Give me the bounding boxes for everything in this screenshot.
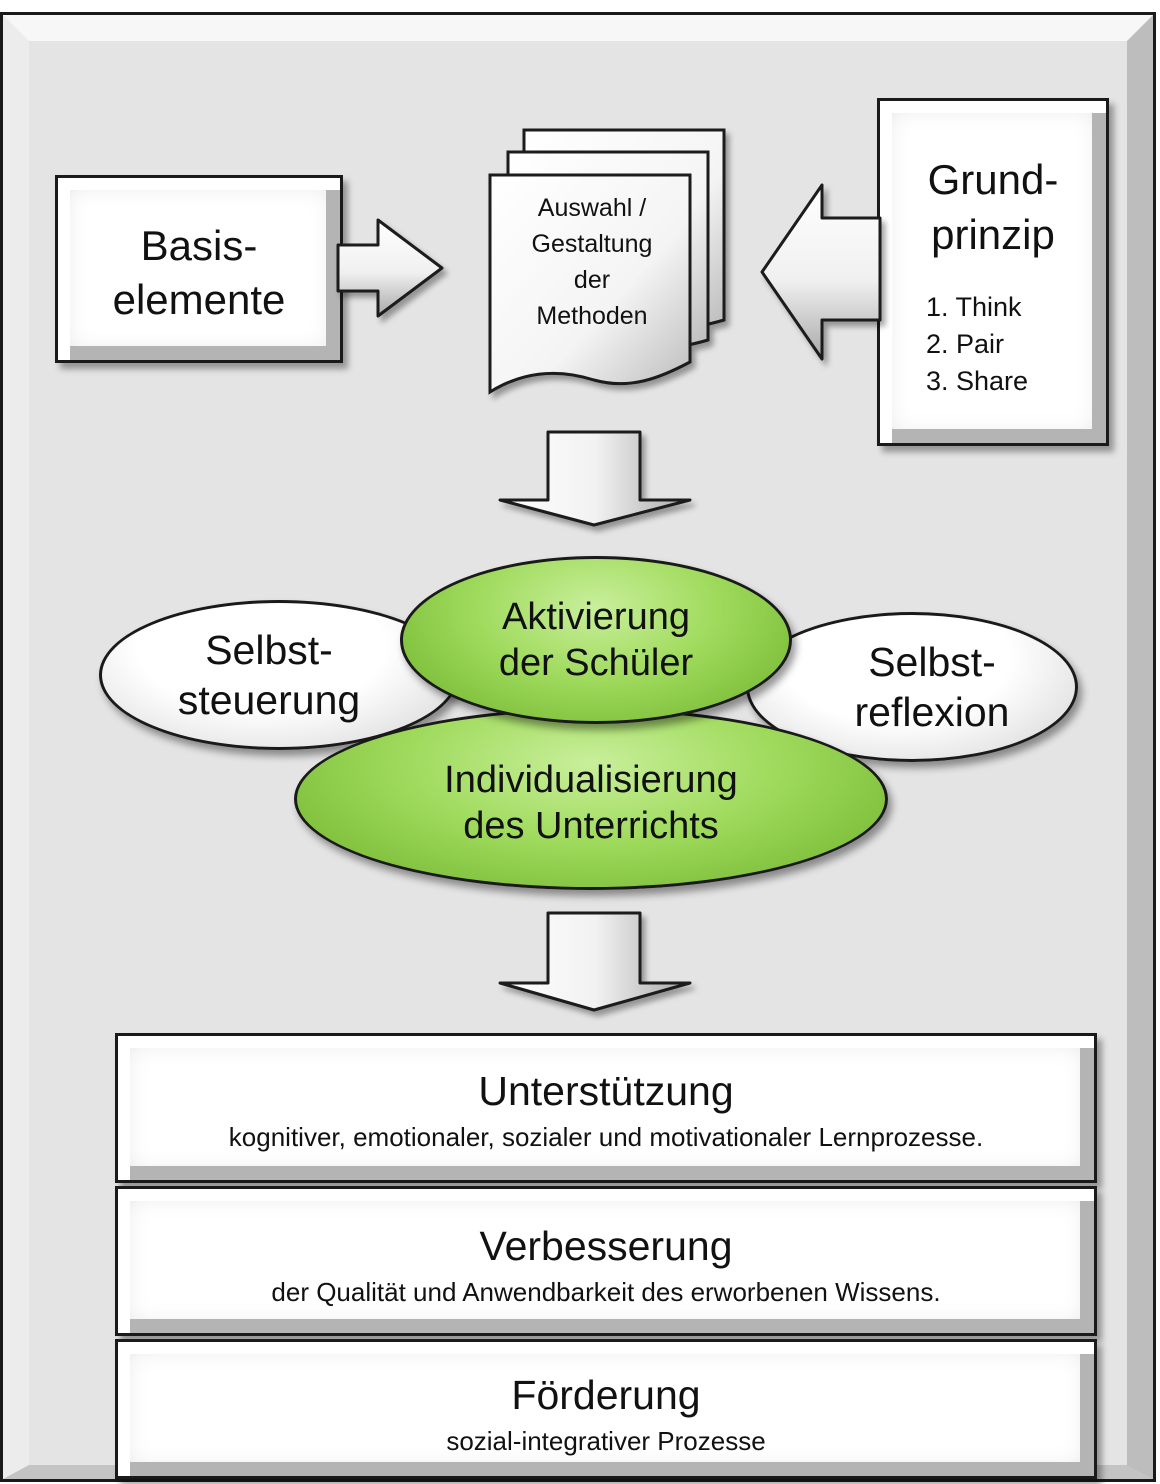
basis-elemente-line2: elemente bbox=[112, 276, 286, 323]
methoden-text: Auswahl / Gestaltung der Methoden bbox=[492, 190, 692, 334]
step-share: 3. Share bbox=[926, 366, 1029, 396]
arrow-right bbox=[336, 218, 444, 318]
methoden-line1: Auswahl / bbox=[537, 194, 647, 222]
unterstuetzung-title: Unterstützung bbox=[478, 1068, 734, 1114]
think-pair-share-list: 1. Think 2. Pair 3. Share bbox=[926, 289, 1028, 400]
methoden-line3: der bbox=[573, 266, 611, 294]
selbststeuerung-line1: Selbst- bbox=[205, 626, 333, 673]
step-think: 1. Think bbox=[926, 292, 1022, 322]
ellipse-individualisierung: Individualisierung des Unterrichts bbox=[294, 708, 888, 890]
grundprinzip-box: Grund- prinzip 1. Think 2. Pair 3. Share bbox=[877, 98, 1109, 446]
arrow-down-1 bbox=[498, 430, 692, 527]
aktivierung-line2: der Schüler bbox=[498, 642, 694, 684]
individualisierung-line1: Individualisierung bbox=[444, 758, 738, 801]
outcome-unterstuetzung: Unterstützung kognitiver, emotionaler, s… bbox=[115, 1033, 1097, 1183]
outcome-verbesserung: Verbesserung der Qualität und Anwendbark… bbox=[115, 1186, 1097, 1336]
unterstuetzung-subtitle: kognitiver, emotionaler, sozialer und mo… bbox=[228, 1122, 984, 1152]
ellipse-selbststeuerung: Selbst- steuerung bbox=[99, 600, 459, 750]
outcome-foerderung: Förderung sozial-integrativer Prozesse bbox=[115, 1339, 1097, 1479]
selbstreflexion-line1: Selbst- bbox=[868, 638, 996, 685]
grundprinzip-line1: Grund- bbox=[927, 156, 1059, 203]
grundprinzip-line2: prinzip bbox=[931, 211, 1055, 258]
basis-elemente-line1: Basis- bbox=[140, 222, 258, 269]
arrow-left bbox=[760, 183, 882, 361]
methoden-line4: Methoden bbox=[536, 302, 648, 330]
arrow-down-2 bbox=[498, 911, 692, 1012]
verbesserung-subtitle: der Qualität und Anwendbarkeit des erwor… bbox=[271, 1277, 941, 1307]
individualisierung-line2: des Unterrichts bbox=[463, 805, 719, 847]
ellipse-aktivierung: Aktivierung der Schüler bbox=[400, 556, 792, 724]
foerderung-subtitle: sozial-integrativer Prozesse bbox=[446, 1426, 766, 1456]
aktivierung-line1: Aktivierung bbox=[502, 595, 690, 638]
basis-elemente-box: Basis- elemente bbox=[55, 175, 343, 363]
selbstreflexion-line2: reflexion bbox=[854, 689, 1010, 735]
document-front-sheet bbox=[488, 173, 692, 395]
selbststeuerung-line2: steuerung bbox=[177, 677, 361, 723]
foerderung-title: Förderung bbox=[511, 1372, 701, 1418]
verbesserung-title: Verbesserung bbox=[479, 1223, 733, 1269]
step-pair: 2. Pair bbox=[926, 329, 1005, 359]
methoden-line2: Gestaltung bbox=[531, 230, 653, 258]
